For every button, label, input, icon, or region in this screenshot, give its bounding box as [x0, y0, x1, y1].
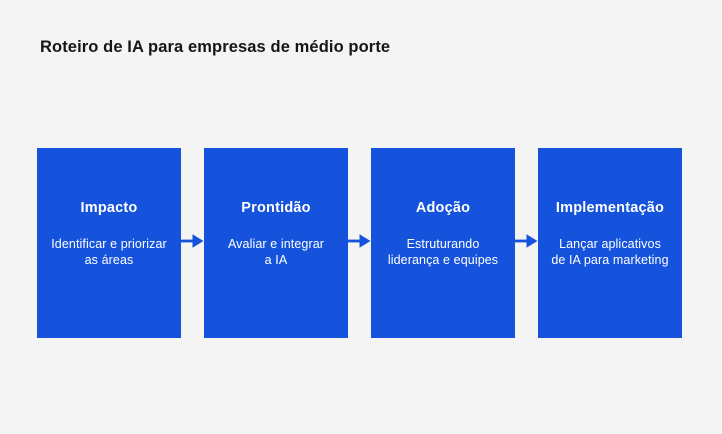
step-description: Lançar aplicativos de IA para marketing [551, 237, 669, 267]
flow-step-adocao: Adoção Estruturando liderança e equipes [371, 148, 515, 338]
step-title: Impacto [80, 200, 138, 216]
flow-diagram: Impacto Identificar e priorizar as áreas… [37, 148, 682, 338]
step-title: Implementação [555, 200, 665, 216]
flow-step-implementacao: Implementação Lançar aplicativos de IA p… [538, 148, 682, 338]
step-title: Prontidão [241, 200, 311, 216]
flow-step-prontidao: Prontidão Avaliar e integrar a IA [204, 148, 348, 338]
arrow-right-icon [515, 234, 538, 248]
arrow-right-icon [181, 234, 204, 248]
step-description: Identificar e priorizar as áreas [51, 237, 167, 267]
page-title: Roteiro de IA para empresas de médio por… [40, 38, 391, 56]
step-title: Adoção [415, 200, 471, 216]
step-description: Estruturando liderança e equipes [387, 237, 499, 267]
flow-step-impacto: Impacto Identificar e priorizar as áreas [37, 148, 181, 338]
arrow-right-icon [348, 234, 371, 248]
step-description: Avaliar e integrar a IA [227, 237, 325, 267]
